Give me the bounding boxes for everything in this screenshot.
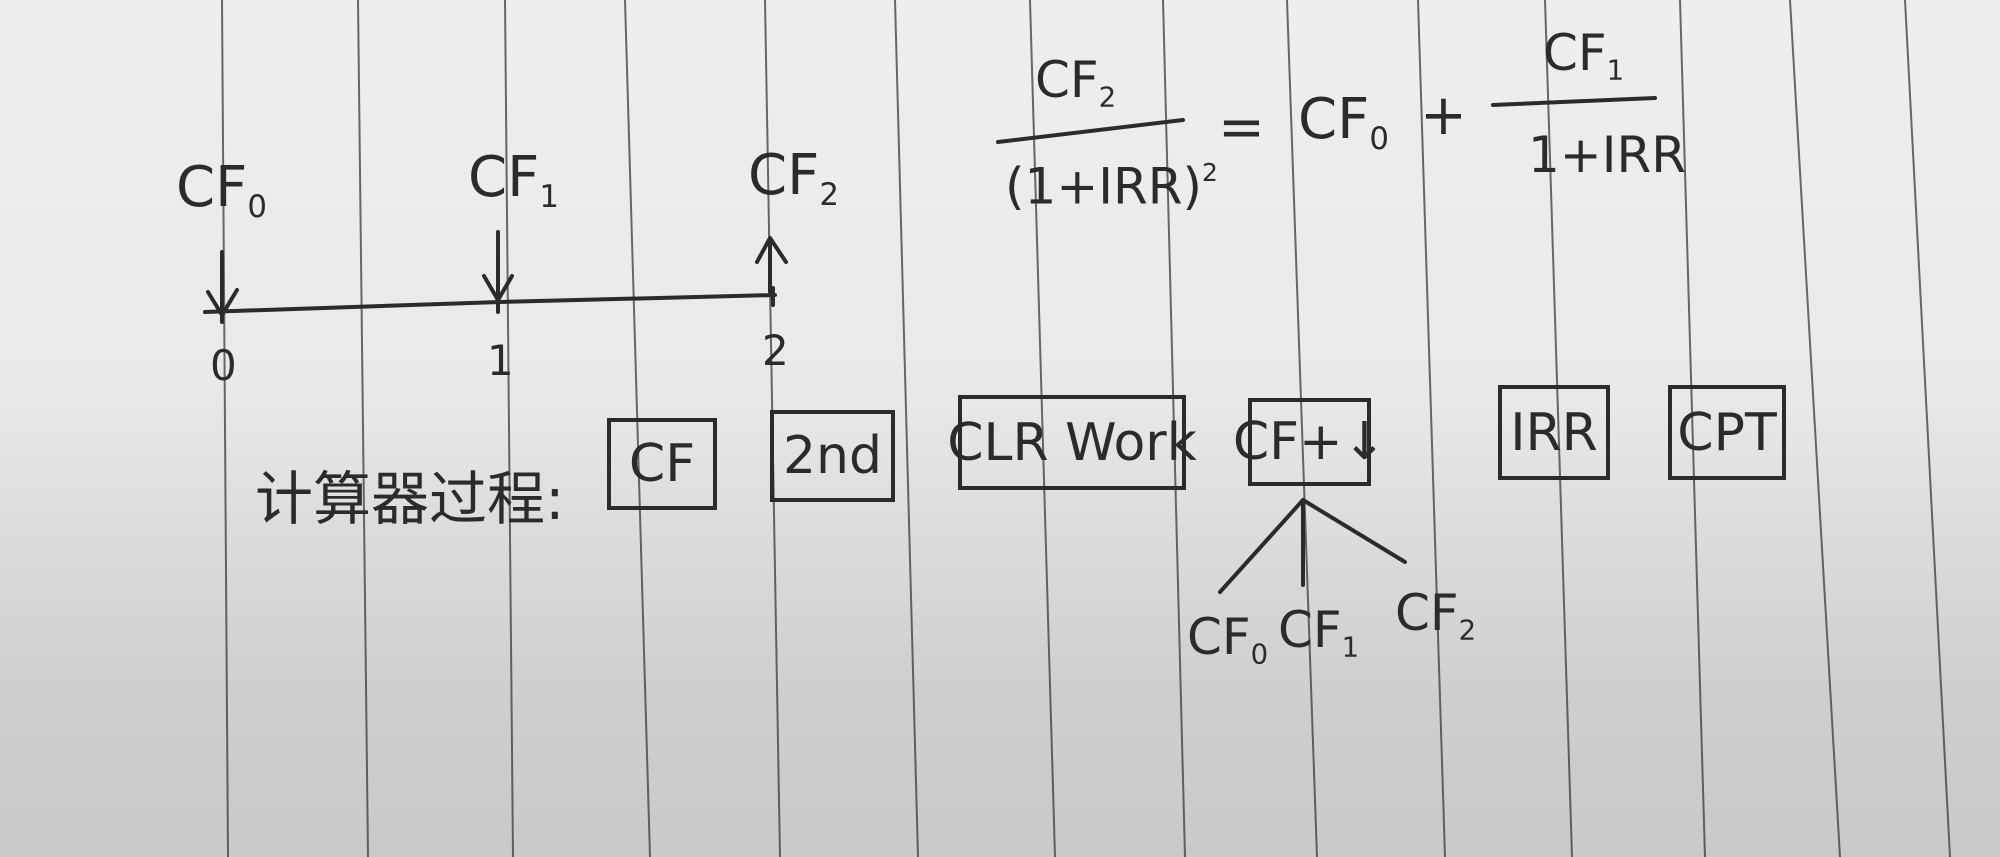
key-irr: IRR (1498, 385, 1610, 480)
period-0: 0 (210, 341, 237, 390)
equation-rhs-denominator: 1+IRR (1528, 126, 1686, 184)
branch-cf1-label: CF1 (1278, 601, 1360, 664)
key-cf-down: CF+↓ (1233, 398, 1386, 486)
period-2: 2 (762, 326, 789, 375)
equation-lhs-denominator: (1+IRR)2 (1005, 157, 1218, 216)
key-2nd: 2nd (770, 410, 895, 502)
period-1: 1 (487, 336, 514, 385)
key-cpt: CPT (1668, 385, 1786, 480)
equation-lhs-numerator: CF2 (1035, 51, 1117, 114)
timeline-cf0-label: CF0 (176, 155, 267, 225)
equation-equals: = (1218, 95, 1265, 160)
key-cf: CF (607, 418, 717, 510)
equation-plus: + (1420, 83, 1467, 148)
equation-rhs-numerator: CF1 (1543, 24, 1625, 87)
timeline-cf1-label: CF1 (468, 145, 559, 215)
branch-cf0-label: CF0 (1187, 608, 1269, 671)
key-clr-work: CLR Work (947, 395, 1197, 490)
process-label: 计算器过程: (255, 465, 565, 533)
branch-cf2-label: CF2 (1395, 584, 1477, 647)
equation-rhs-term: CF0 (1298, 87, 1389, 157)
timeline-cf2-label: CF2 (748, 143, 839, 213)
